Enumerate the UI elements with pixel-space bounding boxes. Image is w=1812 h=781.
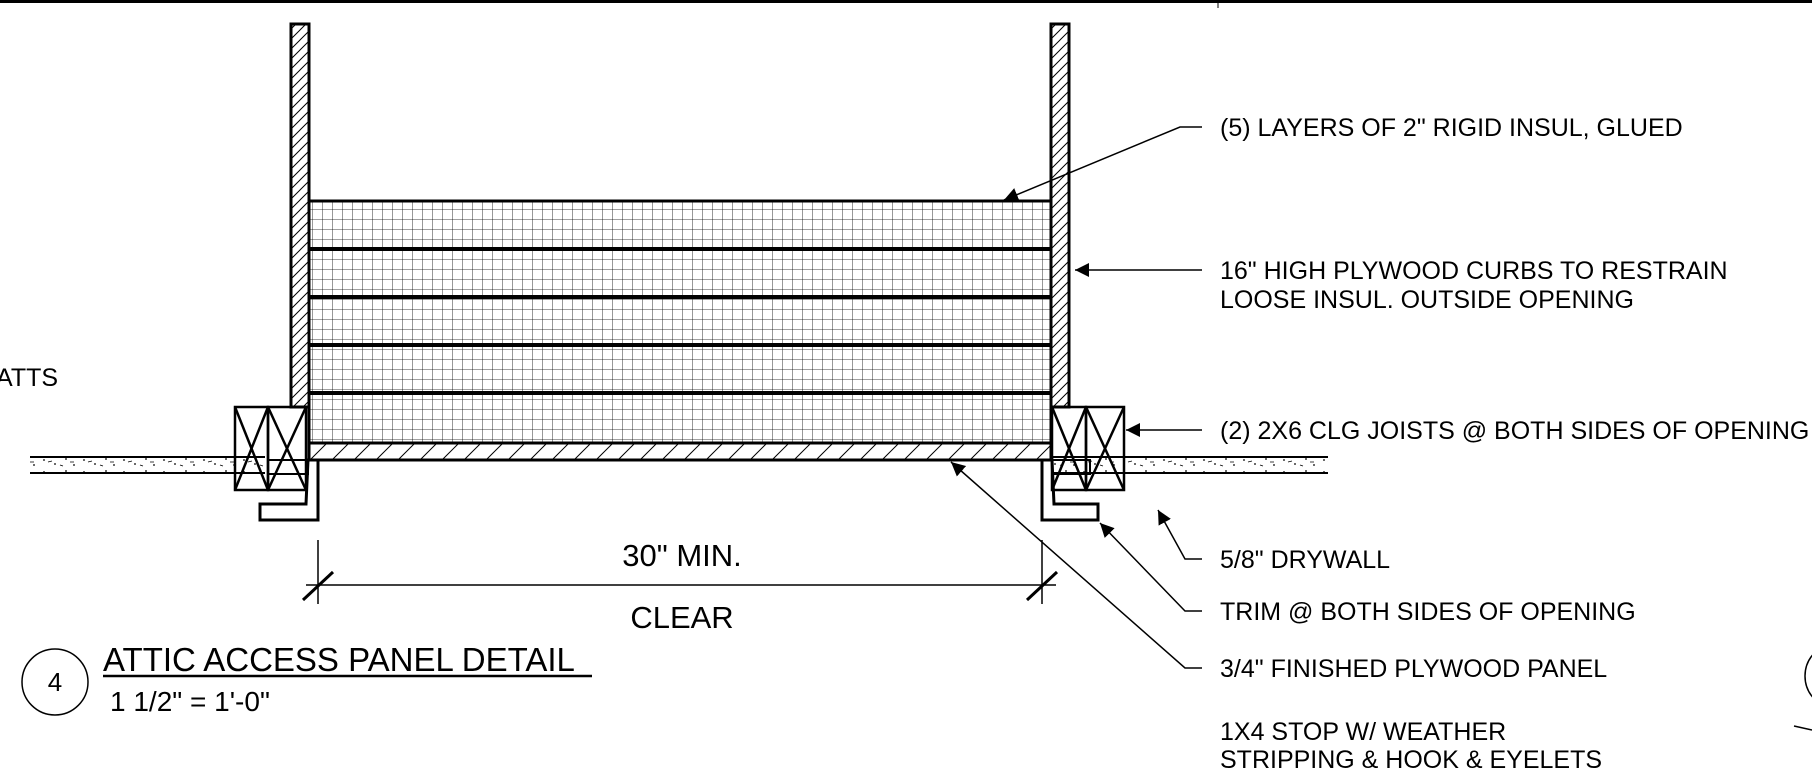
trim-right [1040,458,1100,522]
curb-left [289,22,311,409]
note-rigid-insul: (5) LAYERS OF 2" RIGID INSUL, GLUED [1220,114,1683,142]
detail-scale: 1 1/2" = 1'-0" [110,686,270,717]
adjacent-detail-bubble [1804,654,1812,698]
drywall-right [1052,456,1328,474]
detail-title: ATTIC ACCESS PANEL DETAIL [103,641,575,678]
detail-bubble [21,648,89,716]
note-panel: 3/4" FINISHED PLYWOOD PANEL [1220,655,1607,683]
stop-left [267,459,309,475]
rigid-insulation [307,199,1053,445]
note-joists: (2) 2X6 CLG JOISTS @ BOTH SIDES OF OPENI… [1220,417,1809,445]
note-drywall: 5/8" DRYWALL [1220,546,1390,574]
note-stop-1: 1X4 STOP W/ WEATHER [1220,718,1506,746]
stop-right [1051,459,1091,475]
drywall-left [30,456,265,474]
dimension-qualifier: CLEAR [630,600,733,635]
left-joists [233,405,308,492]
dimension-value: 30" MIN. [622,538,742,573]
trim-left [258,458,320,522]
note-curbs-2: LOOSE INSUL. OUTSIDE OPENING [1220,286,1634,314]
note-curbs-1: 16" HIGH PLYWOOD CURBS TO RESTRAIN [1220,257,1728,285]
note-stop-2: STRIPPING & HOOK & EYELETS [1220,746,1602,774]
note-trim: TRIM @ BOTH SIDES OF OPENING [1220,598,1636,626]
note-batts: ATTS [0,364,58,392]
leaders [950,126,1202,669]
adjacent-detail-leader [1793,725,1812,731]
dimension-line [301,540,1059,604]
detail-number: 4 [48,667,62,697]
plywood-panel [307,441,1053,462]
curb-right [1049,22,1071,409]
right-joists [1050,405,1126,492]
